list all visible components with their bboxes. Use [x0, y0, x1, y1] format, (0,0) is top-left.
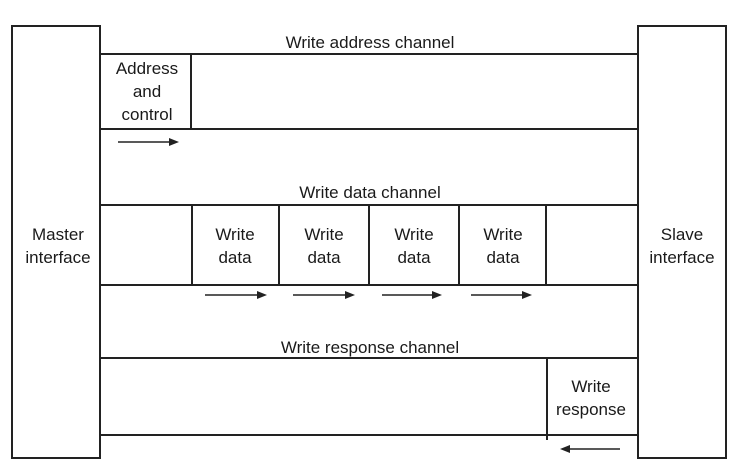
write-response-channel: Write response channel Write response: [100, 338, 638, 453]
write-data-cell-1-line2: data: [218, 248, 252, 267]
data-arrow-2: [293, 291, 355, 299]
data-arrow-1: [205, 291, 267, 299]
master-interface-box: [11, 25, 101, 459]
master-label-line2: interface: [25, 248, 90, 267]
address-arrow: [118, 138, 179, 146]
write-address-channel: Write address channel Address and contro…: [100, 33, 638, 146]
write-response-line2: response: [556, 400, 626, 419]
write-data-cell-3-line2: data: [397, 248, 431, 267]
write-data-cell-3: Write data: [394, 225, 433, 267]
write-data-channel: Write data channel Write data Write data…: [100, 183, 638, 299]
write-data-cell-3-line1: Write: [394, 225, 433, 244]
slave-label-line2: interface: [649, 248, 714, 267]
write-data-cell-2: Write data: [304, 225, 343, 267]
data-arrow-4: [471, 291, 532, 299]
write-response-channel-title: Write response channel: [281, 338, 459, 357]
master-label-line1: Master: [32, 225, 84, 244]
write-address-channel-title: Write address channel: [286, 33, 455, 52]
write-response-cell: Write response: [556, 377, 626, 419]
write-response-line1: Write: [571, 377, 610, 396]
address-control-line1: Address: [116, 59, 178, 78]
write-data-cell-1: Write data: [215, 225, 254, 267]
data-arrow-3: [382, 291, 442, 299]
master-interface: Master interface: [11, 25, 101, 459]
slave-interface: Slave interface: [637, 25, 727, 459]
write-data-cell-4-line1: Write: [483, 225, 522, 244]
write-data-cell-1-line1: Write: [215, 225, 254, 244]
write-data-channel-title: Write data channel: [299, 183, 440, 202]
response-arrow: [560, 445, 620, 453]
slave-interface-box: [637, 25, 727, 459]
write-data-cell-4: Write data: [483, 225, 522, 267]
write-data-cell-4-line2: data: [486, 248, 520, 267]
slave-label-line1: Slave: [661, 225, 704, 244]
address-control-line3: control: [121, 105, 172, 124]
address-control-line2: and: [133, 82, 161, 101]
write-data-cell-2-line2: data: [307, 248, 341, 267]
write-data-cell-2-line1: Write: [304, 225, 343, 244]
address-control-cell: Address and control: [116, 59, 178, 124]
